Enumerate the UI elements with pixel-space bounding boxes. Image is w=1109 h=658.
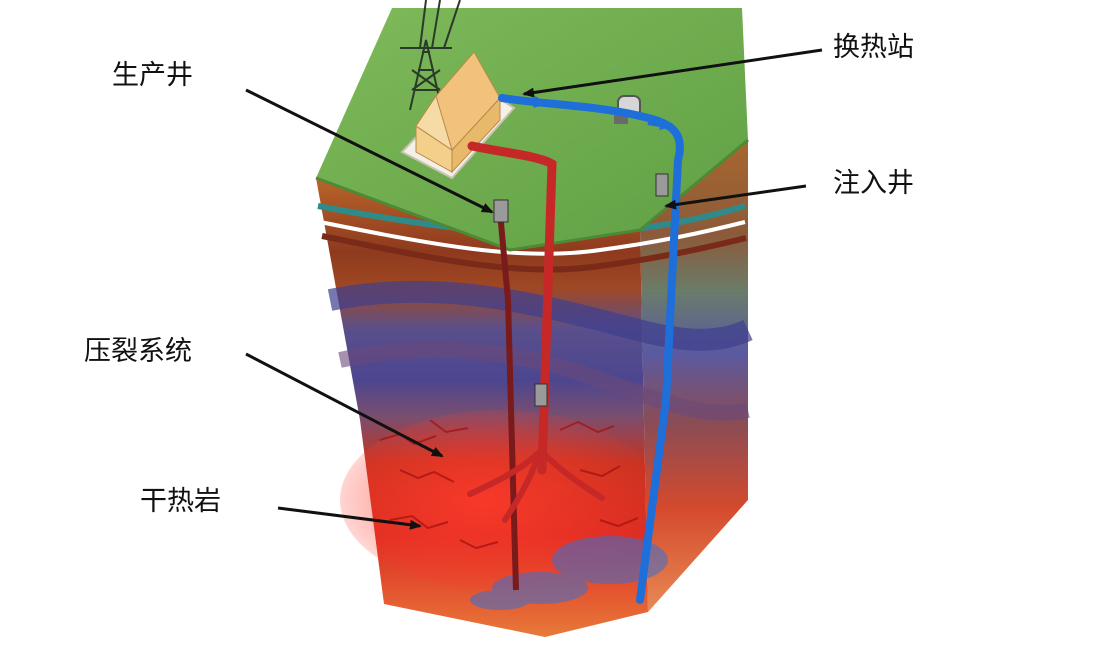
production-casing-mark: [534, 383, 548, 407]
injection-flow-arrow-1: [523, 95, 548, 108]
strata-band-white: [319, 220, 746, 256]
strata-band-mauve: [338, 341, 750, 421]
strata-band-dark: [321, 233, 747, 273]
label-injection-well: 注入井: [833, 168, 914, 199]
fracture-texture: [379, 419, 639, 550]
label-hot-dry-rock: 干热岩: [140, 486, 221, 517]
ground-surface: [316, 8, 748, 250]
production-pipe: [467, 141, 557, 475]
fracture-branches: [467, 449, 605, 523]
strata-band-purple: [327, 280, 753, 351]
arrow-heat-exchange-station: [522, 48, 823, 98]
arrow-production-well: [245, 88, 494, 214]
arrow-injection-well: [664, 184, 807, 210]
production-wellhead: [493, 199, 509, 223]
production-well-shaft: [497, 211, 519, 591]
heat-exchange-station-building: [400, 51, 516, 180]
label-production-well: 生产井: [112, 60, 193, 91]
label-heat-exchange-station: 换热站: [833, 32, 914, 63]
ground-edge: [315, 138, 749, 252]
label-fracture-system: 压裂系统: [84, 336, 192, 367]
arrow-hot-dry-rock: [277, 506, 422, 530]
injection-flow-arrow-2: [647, 118, 674, 130]
arrow-fracture-system: [245, 352, 444, 458]
injection-wellhead: [655, 173, 669, 197]
power-pylon: [400, 0, 461, 111]
